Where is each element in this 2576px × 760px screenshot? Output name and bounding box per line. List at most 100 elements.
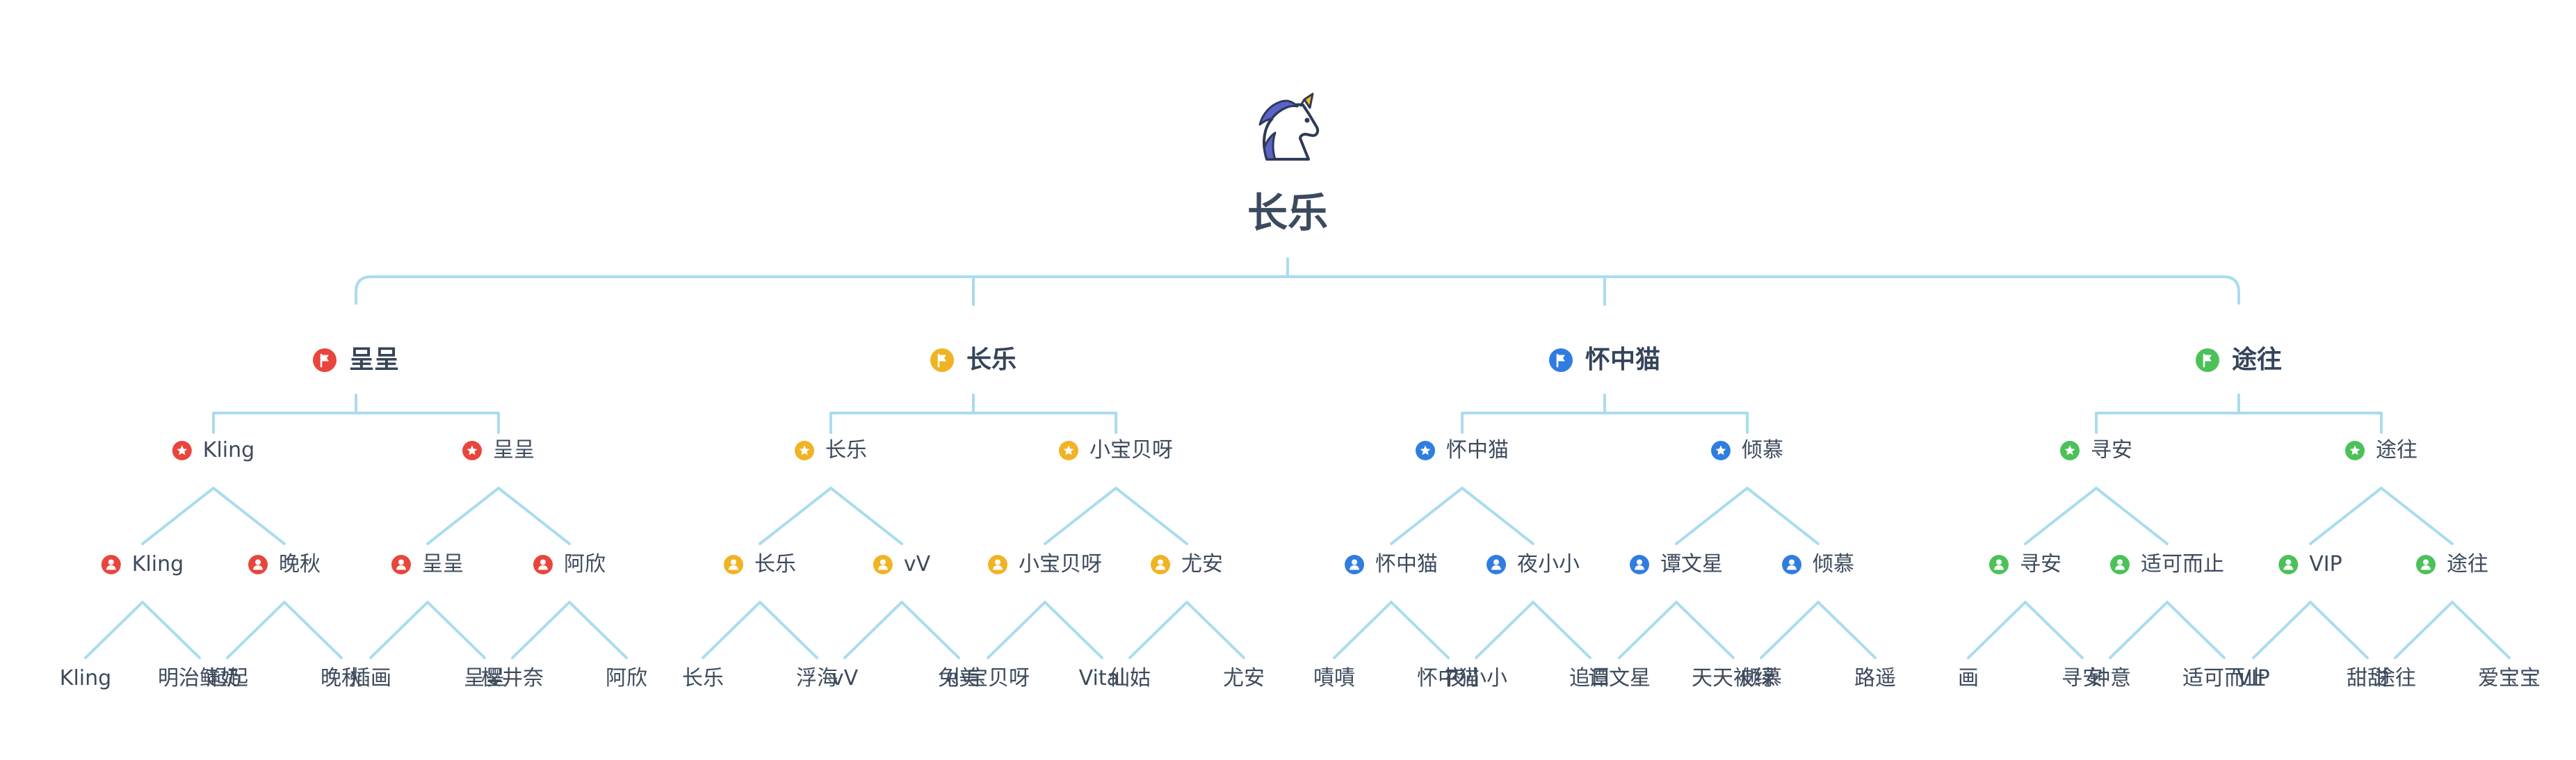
flag-icon [312, 348, 337, 372]
leaf-node[interactable]: 明治鲜奶 [158, 668, 241, 689]
sub-branch-node[interactable]: VIP [2278, 554, 2342, 575]
user-icon [1487, 555, 1506, 574]
group-node[interactable]: 怀中猫 [1548, 346, 1661, 374]
leaf-line [1044, 601, 1103, 659]
leaf-node[interactable]: Vital [1079, 668, 1126, 689]
leaf-node[interactable]: 路遥 [1854, 668, 1896, 689]
leaf-node-label: 晚秋 [321, 666, 362, 690]
sub-branch-node[interactable]: 晚秋 [248, 554, 321, 575]
leaf-node[interactable]: 尤安 [1223, 668, 1265, 689]
leaf-node-label: 追日 [1569, 666, 1611, 690]
star-icon [2345, 441, 2365, 460]
branch-node[interactable]: 长乐 [795, 440, 867, 461]
branch-node[interactable]: 途往 [2345, 440, 2417, 461]
sub-branch-node[interactable]: 呈呈 [391, 554, 464, 575]
user-icon [391, 555, 411, 574]
leaf-node[interactable]: 阿欣 [606, 668, 647, 689]
user-icon [533, 555, 553, 574]
branch-node[interactable]: 倾慕 [1711, 440, 1783, 461]
sub-branch-node[interactable]: 怀中猫 [1345, 554, 1438, 575]
star-icon [2060, 441, 2080, 460]
sub-branch-node[interactable]: 夜小小 [1487, 554, 1580, 575]
sub-branch-line [212, 487, 286, 545]
branch-node[interactable]: 寻安 [2060, 440, 2132, 461]
sub-branch-node-label: 寻安 [2020, 552, 2061, 576]
sub-branch-node-label: 倾慕 [1813, 552, 1854, 576]
user-icon [1989, 555, 2009, 574]
leaf-node[interactable]: 樱井奈 [481, 668, 544, 689]
group-node[interactable]: 途往 [2195, 348, 2282, 373]
sub-branch-node[interactable]: Kling [101, 554, 184, 575]
leaf-node[interactable]: 仙姑 [1109, 668, 1151, 689]
leaf-line [226, 601, 286, 659]
leaf-node[interactable]: VIP [2237, 668, 2269, 689]
leaf-node[interactable]: 小宝贝呀 [946, 668, 1030, 689]
leaf-node[interactable]: 天天被绿 [1692, 668, 1775, 689]
sub-branch-node[interactable]: 倾慕 [1782, 554, 1854, 575]
sub-branch-line [2095, 487, 2169, 545]
leaf-node-label: 爱宝宝 [2478, 666, 2541, 690]
leaf-node[interactable]: 怀中猫 [1417, 668, 1480, 689]
group-node[interactable]: 呈呈 [312, 348, 399, 373]
branch-node-label: 途往 [2376, 438, 2417, 462]
leaf-line [2451, 601, 2511, 659]
branch-node[interactable]: Kling [172, 440, 254, 461]
star-icon [795, 441, 814, 460]
sub-branch-line [497, 487, 571, 545]
sub-branch-node[interactable]: 途往 [2416, 554, 2488, 575]
leaf-node[interactable]: 长乐 [682, 668, 724, 689]
sub-branch-node[interactable]: 小宝贝呀 [988, 554, 1102, 575]
sub-branch-node[interactable]: 谭文星 [1630, 554, 1723, 575]
sub-branch-node-label: 小宝贝呀 [1019, 552, 1102, 576]
leaf-line [511, 601, 571, 659]
leaf-node[interactable]: 嘖嘖 [1313, 668, 1355, 689]
root-bus-line [355, 275, 2240, 305]
leaf-node[interactable]: 寻安 [2061, 668, 2103, 689]
leaf-node[interactable]: 途往 [2374, 668, 2416, 689]
leaf-node[interactable]: 适可而止 [2182, 668, 2266, 689]
group-node[interactable]: 长乐 [930, 348, 1016, 373]
leaf-node[interactable]: 谭文星 [1588, 668, 1651, 689]
sub-branch-node[interactable]: 尤安 [1151, 554, 1223, 575]
leaf-node-label: 长乐 [682, 666, 724, 690]
leaf-node[interactable]: 夜小小 [1445, 668, 1507, 689]
branch-node[interactable]: 小宝贝呀 [1059, 440, 1173, 461]
leaf-node[interactable]: 钟意 [2089, 668, 2131, 689]
leaf-node[interactable]: 晚秋 [321, 668, 362, 689]
leaf-node[interactable]: Kling [60, 668, 111, 689]
leaf-node[interactable]: 插画 [350, 668, 391, 689]
leaf-node[interactable]: 爱宝宝 [2478, 668, 2541, 689]
leaf-line [568, 601, 628, 659]
sub-branch-node[interactable]: 长乐 [724, 554, 796, 575]
sub-branch-line [829, 487, 903, 545]
leaf-line [843, 601, 903, 659]
leaf-line [2166, 601, 2226, 659]
branch-node[interactable]: 呈呈 [462, 440, 535, 461]
sub-branch-node[interactable]: 寻安 [1989, 554, 2061, 575]
leaf-line [2024, 601, 2084, 659]
leaf-node-label: 兔美 [938, 666, 980, 690]
leaf-node[interactable]: 甜甜 [2347, 668, 2388, 689]
sub-branch-node[interactable]: 适可而止 [2110, 554, 2224, 575]
group-node-label: 怀中猫 [1585, 346, 1661, 374]
leaf-node[interactable]: 兔美 [938, 668, 980, 689]
leaf-node-label: 嘖嘖 [1313, 666, 1355, 690]
leaf-node[interactable]: 起起 [206, 668, 248, 689]
branch-node[interactable]: 怀中猫 [1416, 440, 1509, 461]
leaf-line [1128, 601, 1188, 659]
sub-branch-line [2024, 487, 2098, 545]
leaf-node[interactable]: vV [832, 668, 858, 689]
leaf-node[interactable]: 浮海 [796, 668, 838, 689]
root-node[interactable]: 长乐 [1247, 193, 1328, 233]
sub-branch-node-label: 呈呈 [422, 552, 464, 576]
sub-branch-node[interactable]: 阿欣 [533, 554, 606, 575]
leaf-node-label: 适可而止 [2182, 666, 2266, 690]
sub-branch-node-label: 夜小小 [1517, 552, 1580, 576]
leaf-node[interactable]: 倾慕 [1740, 668, 1782, 689]
leaf-node[interactable]: 画 [1958, 668, 1979, 689]
leaf-node[interactable]: 追日 [1569, 668, 1611, 689]
leaf-line [987, 601, 1046, 659]
sub-branch-node[interactable]: vV [873, 554, 930, 575]
leaf-line [426, 601, 486, 659]
leaf-node[interactable]: 呈呈 [464, 668, 505, 689]
